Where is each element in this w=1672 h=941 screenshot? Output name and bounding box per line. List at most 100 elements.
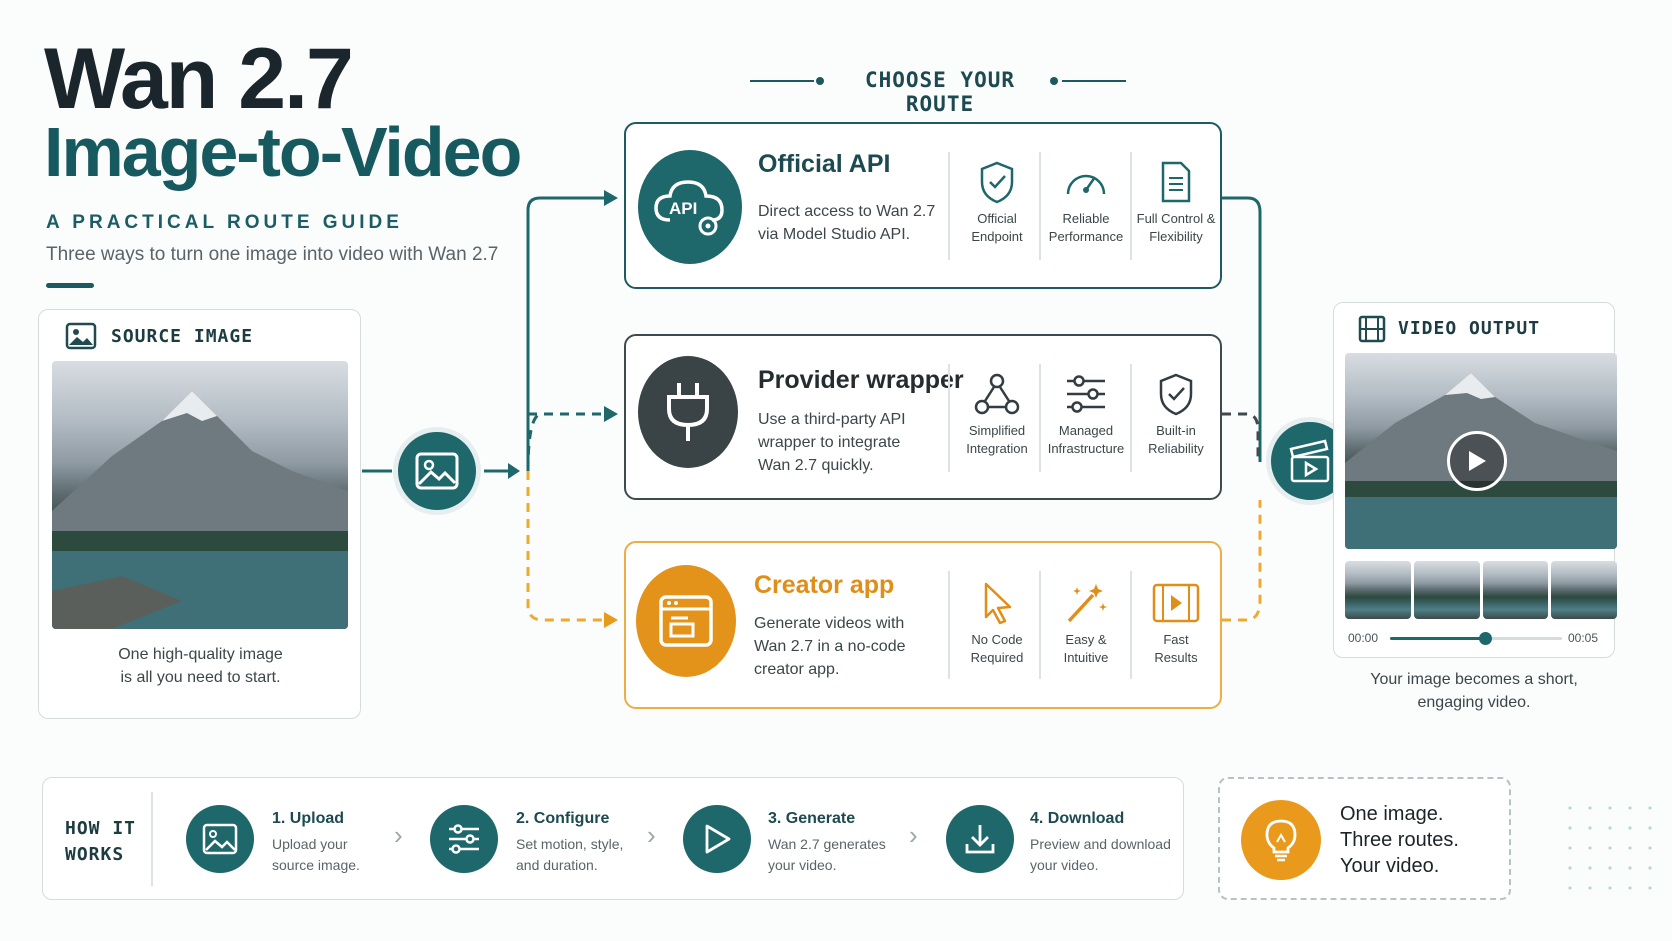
play-button[interactable]	[1447, 431, 1507, 491]
step-desc-line: your video.	[1030, 857, 1099, 873]
choose-route-header: CHOOSE YOUR ROUTE	[750, 68, 1130, 116]
route-desc-line: via Model Studio API.	[758, 226, 911, 243]
play-icon	[1469, 451, 1486, 471]
lightbulb-circle	[1241, 800, 1321, 880]
film-play-icon	[1152, 583, 1200, 623]
time-end: 00:05	[1568, 631, 1599, 645]
chevron-right-icon: ›	[909, 820, 918, 850]
app-window-icon	[636, 565, 736, 677]
step-title: 1. Upload	[272, 810, 345, 827]
route-desc-line: Generate videos with	[754, 615, 905, 632]
tagline: A PRACTICAL ROUTE GUIDE	[46, 212, 403, 233]
feature-line: Integration	[966, 441, 1028, 456]
feature-line: Performance	[1048, 229, 1124, 244]
step-desc-line: and duration.	[516, 857, 598, 873]
plug-icon	[638, 356, 738, 468]
route-creator-app[interactable]: Creator app Generate videos with Wan 2.7…	[624, 541, 1222, 709]
source-photo	[52, 361, 348, 629]
route-official-api[interactable]: API Official API Direct access to Wan 2.…	[624, 122, 1222, 289]
page-title: Wan 2.7	[44, 31, 354, 127]
step-generate	[683, 805, 751, 873]
step-desc-line: Preview and download	[1030, 836, 1171, 852]
feature-line: Managed	[1058, 423, 1114, 438]
route-desc-line: wrapper to integrate	[758, 434, 901, 451]
network-icon	[974, 373, 1020, 415]
feature-line: Intuitive	[1063, 650, 1109, 665]
feature-simplified-integration: Simplified Integration	[955, 372, 1039, 458]
frame-thumbnail	[1551, 561, 1617, 619]
title-accent-bar	[46, 283, 94, 288]
shield-check-icon	[980, 161, 1014, 204]
feature-line: Flexibility	[1149, 229, 1203, 244]
gauge-icon	[1066, 174, 1106, 195]
tip-line: Your video.	[1340, 855, 1440, 877]
time-start: 00:00	[1348, 631, 1379, 645]
sliders-icon	[1067, 375, 1105, 413]
tip-line: Three routes.	[1340, 829, 1459, 851]
film-icon	[1358, 315, 1386, 343]
route-provider-wrapper[interactable]: Provider wrapper Use a third-party API w…	[624, 334, 1222, 500]
frame-thumbnail	[1413, 561, 1480, 619]
feature-fast-results: Fast Results	[1134, 581, 1218, 667]
step-title: 3. Generate	[768, 810, 856, 827]
step-upload	[186, 805, 254, 873]
document-icon	[1161, 161, 1191, 203]
source-image-card: SOURCE IMAGE One high-quality image is a…	[38, 309, 361, 719]
page-subtitle: Image-to-Video	[44, 113, 522, 191]
image-icon	[415, 452, 459, 490]
download-icon	[965, 825, 995, 854]
step-desc-line: Upload your	[272, 836, 348, 852]
sliders-icon	[449, 824, 479, 854]
image-icon	[65, 322, 97, 350]
frame-strip	[1345, 561, 1617, 619]
image-input-circle	[393, 427, 481, 515]
video-preview[interactable]	[1345, 353, 1617, 549]
feature-line: Endpoint	[971, 229, 1023, 244]
step-desc-line: Wan 2.7 generates	[768, 836, 886, 852]
chevron-right-icon: ›	[394, 820, 403, 850]
route-title: Provider wrapper	[758, 366, 964, 394]
step-desc-line: your video.	[768, 857, 837, 873]
cursor-icon	[984, 582, 1012, 625]
output-caption-line1: Your image becomes a short,	[1370, 671, 1578, 688]
feature-line: Easy &	[1065, 632, 1107, 647]
feature-managed-infrastructure: Managed Infrastructure	[1044, 372, 1128, 458]
tip-card: One image. Three routes. Your video.	[1218, 777, 1511, 900]
route-desc-line: Wan 2.7 in a no-code	[754, 638, 906, 655]
choose-route-label: CHOOSE YOUR ROUTE	[864, 68, 1016, 116]
step-desc-line: source image.	[272, 857, 360, 873]
frame-thumbnail	[1345, 561, 1411, 619]
shield-check-icon	[1159, 373, 1193, 416]
play-icon	[705, 824, 731, 854]
how-label-line1: HOW IT	[65, 818, 137, 839]
progress-knob[interactable]	[1478, 632, 1492, 645]
source-caption-line1: One high-quality image	[118, 646, 283, 663]
video-output-card: VIDEO OUTPUT 00:00 00:05	[1333, 302, 1617, 658]
feature-reliable-performance: Reliable Performance	[1044, 160, 1128, 246]
step-download	[946, 805, 1014, 873]
feature-line: No Code	[971, 632, 1023, 647]
clapperboard-icon	[1289, 439, 1330, 483]
output-caption-line2: engaging video.	[1417, 694, 1531, 711]
progress-fill	[1390, 637, 1485, 640]
route-desc-line: Use a third-party API	[758, 411, 906, 428]
api-cloud-icon: API	[638, 150, 742, 264]
feature-line: Full Control &	[1136, 211, 1216, 226]
header-description: Three ways to turn one image into video …	[46, 244, 499, 265]
route-title: Creator app	[754, 571, 895, 599]
frame-thumbnail	[1482, 561, 1549, 619]
feature-full-control: Full Control & Flexibility	[1130, 160, 1222, 246]
feature-line: Results	[1154, 650, 1198, 665]
route-title: Official API	[758, 150, 891, 178]
source-caption-line2: is all you need to start.	[120, 669, 281, 686]
progress-track[interactable]	[1390, 632, 1562, 645]
chevron-right-icon: ›	[647, 820, 656, 850]
feature-official-endpoint: Official Endpoint	[955, 160, 1039, 246]
feature-line: Official	[977, 211, 1017, 226]
feature-built-in-reliability: Built-in Reliability	[1134, 372, 1218, 458]
decorative-dot-grid	[1560, 798, 1655, 893]
route-desc-line: Direct access to Wan 2.7	[758, 203, 936, 220]
feature-no-code: No Code Required	[955, 581, 1039, 667]
feature-line: Built-in	[1156, 423, 1196, 438]
